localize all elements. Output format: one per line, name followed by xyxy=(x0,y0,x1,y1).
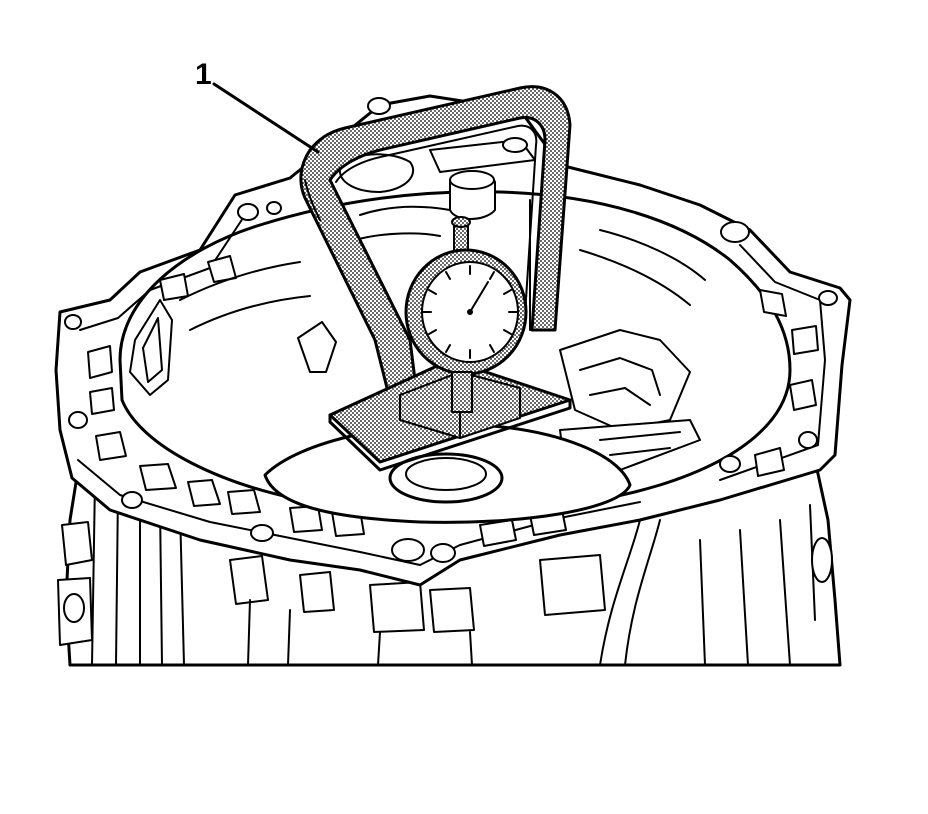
callout-1: 1 xyxy=(195,58,320,154)
measuring-fixture xyxy=(299,85,572,472)
callout-label-1: 1 xyxy=(195,58,212,91)
dial-indicator-icon xyxy=(404,216,528,413)
case-interior xyxy=(129,137,706,524)
